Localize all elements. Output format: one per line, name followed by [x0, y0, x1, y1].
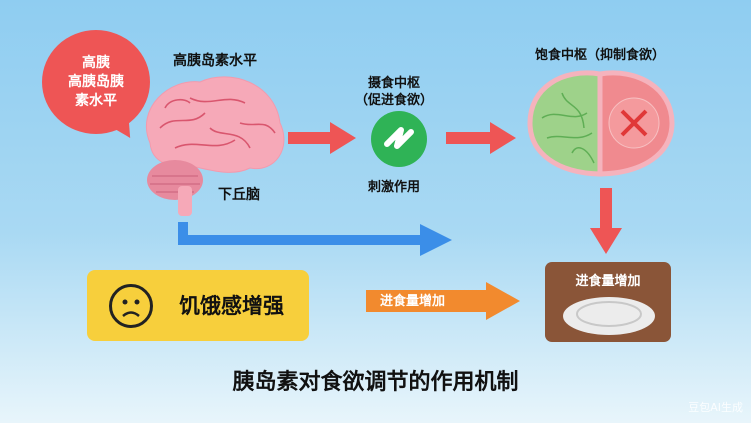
arrow-right-red-icon — [446, 122, 516, 154]
hypothalamus-label: 下丘脑 — [218, 187, 260, 203]
bubble-line: 素水平 — [75, 92, 117, 109]
plate-label: 进食量增加 — [575, 274, 641, 289]
brain-label: 高胰岛素水平 — [173, 53, 257, 69]
arrow-blue-icon — [178, 222, 452, 256]
feeding-center-title: 摄食中枢 — [367, 76, 420, 91]
stimulus-caption: 刺激作用 — [367, 180, 420, 195]
hunger-label: 饥饿感增强 — [179, 294, 284, 318]
stimulus-icon — [371, 111, 427, 167]
hunger-box: 饥饿感增强 — [87, 270, 309, 341]
watermark: 豆包AI生成 — [688, 401, 743, 414]
bubble-line: 高胰 — [82, 54, 110, 71]
plate-icon — [563, 297, 655, 335]
split-brain-icon — [527, 70, 675, 177]
plate-box: 进食量增加 — [545, 262, 671, 342]
satiety-center-title: 饱食中枢（抑制食欲） — [534, 48, 665, 63]
sad-face-icon — [109, 284, 153, 328]
arrow-orange-icon — [366, 282, 520, 320]
arrow-right-red-icon — [288, 122, 356, 154]
feeding-center-subtitle: （促进食欲） — [354, 93, 433, 108]
speech-bubble: 高胰 高胰岛胰 素水平 — [42, 30, 150, 134]
bubble-line: 高胰岛胰 — [68, 73, 124, 90]
brain-icon — [145, 76, 285, 216]
page-title: 胰岛素对食欲调节的作用机制 — [232, 370, 519, 395]
arrow-down-red-icon — [590, 188, 622, 254]
arrow-label: 进食量增加 — [380, 294, 446, 309]
